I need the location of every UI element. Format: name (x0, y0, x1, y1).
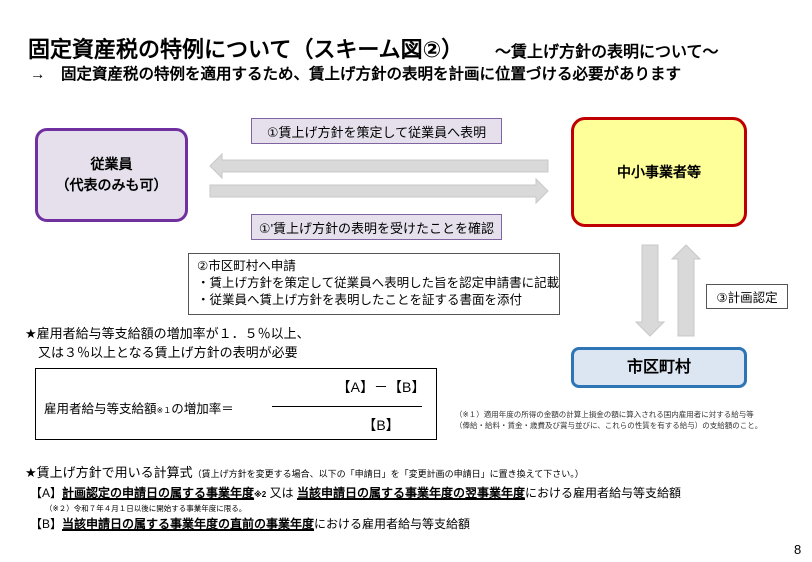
calc-title: ★賃上げ方針で用いる計算式（賃上げ方針を変更する場合、以下の「申請日」を「変更計… (25, 465, 584, 480)
step1b-label: ①'賃上げ方針の表明を受けたことを確認 (251, 214, 502, 240)
calc-row-b: 【B】当該申請日の属する事業年度の直前の事業年度における雇用者給与等支給額 (30, 517, 471, 531)
lead-text: → 固定資産税の特例を適用するため、賃上げ方針の表明を計画に位置づける必要があり… (30, 66, 682, 83)
formula-denominator: 【B】 (362, 417, 400, 433)
page-number: 8 (794, 542, 802, 557)
step2-title: ②市区町村へ申請 (197, 259, 296, 273)
arrow-up (670, 244, 702, 337)
arrow-down (634, 244, 666, 337)
fraction-bar (272, 406, 422, 407)
step2-box: ②市区町村へ申請 ・賃上げ方針を策定して従業員へ表明した旨を認定申請書に記載 ・… (188, 253, 560, 315)
page-subtitle: ～賃上げ方針の表明について～ (495, 44, 719, 61)
requirement-text: ★雇用者給与等支給額の増加率が１．５％以上、 又は３％以上となる賃上げ方針の表明… (25, 326, 310, 360)
employee-label: 従業員 (90, 156, 133, 172)
step3-label: ③計画認定 (706, 284, 788, 309)
employee-sublabel: （代表のみも可） (55, 177, 168, 193)
formula-box: 雇用者給与等支給額※１の増加率＝ 【A】－【B】 【B】 (35, 368, 437, 440)
formula-numerator: 【A】－【B】 (336, 379, 426, 395)
footnote-2: （※２）令和７年４月１日以後に開始する事業年度に限る。 (45, 504, 247, 513)
municipality-node: 市区町村 (571, 347, 747, 388)
formula-label: 雇用者給与等支給額※１の増加率＝ (44, 402, 234, 416)
footnote-1: （※１）適用年度の所得の金額の計算上損金の額に算入される国内雇用者に対する給与等… (455, 410, 763, 430)
page-title: 固定資産税の特例について（スキーム図②） (28, 37, 464, 62)
step2-item: ・従業員へ賃上げ方針を表明したことを証する書面を添付 (197, 292, 523, 307)
calc-row-a: 【A】計画認定の申請日の属する事業年度※2 又は 当該申請日の属する事業年度の翌… (30, 486, 681, 500)
arrow-left (209, 152, 549, 180)
step2-item: ・賃上げ方針を策定して従業員へ表明した旨を認定申請書に記載 (197, 275, 560, 290)
employee-node: 従業員 （代表のみも可） (35, 128, 188, 222)
step1-label: ①賃上げ方針を策定して従業員へ表明 (251, 118, 502, 144)
sme-node: 中小事業者等 (571, 117, 747, 227)
arrow-right (209, 177, 549, 205)
